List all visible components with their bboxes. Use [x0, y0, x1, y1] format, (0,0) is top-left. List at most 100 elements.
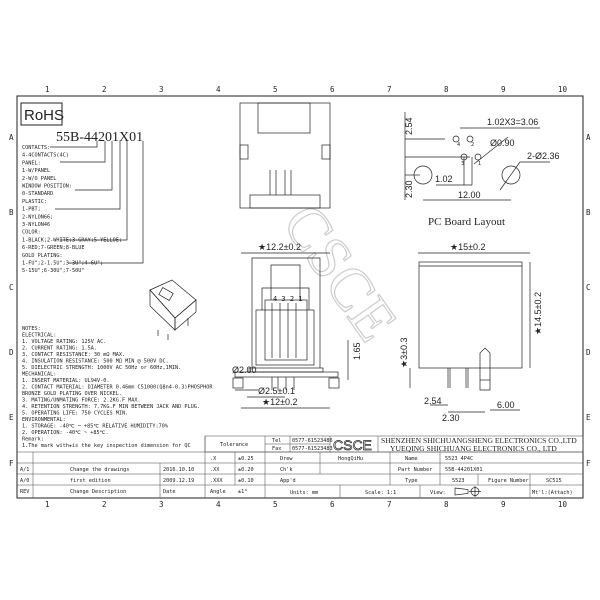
note-line: 4. INSULATION RESISTANCE: 500 MΩ MIN @ 5…	[22, 359, 169, 365]
option-line: 1-FU";2-1.5U";3-3U";4-6U";	[22, 261, 103, 267]
tolerance-value: ±0.25	[238, 456, 254, 462]
type-value: 5523	[452, 478, 465, 484]
revision-date: Date	[163, 489, 176, 495]
column-label: 4	[216, 85, 221, 94]
pcb-pin-hole	[474, 153, 482, 161]
name-label: Name	[405, 456, 418, 462]
row-label: E	[9, 413, 14, 422]
revision-date: 2009.12.19	[163, 478, 194, 484]
drawing-frame	[16, 95, 584, 499]
front-dim-peg-dia: Ø2.00	[232, 365, 257, 375]
option-line: 0-STANDARD	[22, 191, 53, 197]
pcb-layout	[404, 112, 550, 201]
pcb-layout-title: PC Board Layout	[428, 216, 505, 228]
pcb-dim-12: 12.00	[458, 190, 481, 200]
tolerance-value: ±0.10	[238, 478, 254, 484]
type-label: Type	[405, 478, 418, 484]
title-block: Tolerance Tel 0577-61523486 Fax 0577-615…	[20, 436, 577, 497]
watermark: CSCE	[270, 192, 410, 353]
tolerance-precision: .XX	[210, 467, 220, 473]
note-line: 1. VOLTAGE RATING: 125V AC.	[22, 339, 106, 345]
column-label: 10	[558, 500, 568, 509]
option-line: 4-4CONTACTS(4C)	[22, 153, 69, 159]
note-line: NOTES:	[22, 326, 41, 332]
drew-value: HongQiHu	[338, 456, 363, 462]
column-label: 9	[501, 500, 506, 509]
column-label: 9	[501, 85, 506, 94]
column-label: 6	[330, 500, 335, 509]
fax-label: Fax	[272, 446, 281, 452]
column-label: 2	[102, 500, 107, 509]
option-line: COLOR:	[22, 230, 41, 236]
side-dim-depth: ★15±0.2	[450, 242, 486, 252]
note-line: MECHANICAL:	[22, 372, 56, 378]
figure-number-label: Figure Number	[488, 478, 529, 484]
tolerance-label: Tolerance	[220, 442, 248, 448]
revision-id: A/0	[20, 478, 29, 484]
side-dim-peg: ★3±0.3	[399, 337, 409, 368]
note-line: 1. INSERT MATERIAL: UL94V-0.	[22, 378, 109, 384]
tolerance-value: ±1°	[238, 489, 247, 495]
note-line: 1. STORAGE: -40℃ ~ +85℃ RELATIVE HUMIDIT…	[22, 424, 169, 430]
option-line: 1-W/PANEL	[22, 168, 50, 174]
front-pin-numbers: 4 3 2 1	[273, 295, 303, 303]
front-view	[232, 252, 349, 409]
company-name-2: YUEQING SHICHUANG ELECTRONICS CO., LTD	[390, 444, 557, 453]
option-line: 2-W/O PANEL	[22, 176, 56, 182]
front-dim-hole-dia: Ø2.5±0.1	[258, 386, 295, 396]
column-label: 10	[558, 85, 568, 94]
fax-value: 0577-61523483	[292, 446, 333, 452]
row-label: D	[586, 348, 591, 357]
approved-label: App'd	[280, 478, 296, 484]
option-line: 2-NYLON66;	[22, 214, 53, 220]
column-label: 5	[273, 500, 278, 509]
note-line: 4. RETENTION STRENGTH: 7.7KG.F MIN BETWE…	[22, 404, 200, 410]
front-dim-1-65: 1.65	[352, 342, 362, 360]
column-label: 6	[330, 85, 335, 94]
pcb-pin-hole	[452, 135, 460, 143]
note-line: ELECTRICAL:	[22, 333, 56, 339]
connector-iso-sketch	[149, 279, 197, 340]
row-label: F	[586, 459, 591, 468]
column-label: 7	[387, 85, 392, 94]
side-dim-2-30: 2.30	[442, 413, 460, 423]
side-dim-height: ★14.5±0.2	[533, 292, 543, 335]
front-dim-width: ★12.2±0.2	[258, 242, 301, 252]
part-code-leaders	[50, 141, 144, 264]
column-label: 5	[273, 85, 278, 94]
tel-label: Tel	[272, 438, 281, 444]
option-line: 1-BLACK;2-WHITE;3-GRAY;5-YELLOE;	[22, 237, 122, 243]
tolerance-value: ±0.20	[238, 467, 254, 473]
revision-description: Change the drawings	[70, 467, 129, 473]
part-options-list: CONTACTS:4-4CONTACTS(4C)PANEL:1-W/PANEL2…	[22, 145, 122, 274]
figure-number-value: SC515	[546, 478, 562, 484]
front-dim-base: ★12±0.2	[262, 397, 298, 407]
pcb-pin-label: 1	[478, 161, 481, 167]
row-label: A	[9, 133, 14, 142]
revision-id: REV	[20, 489, 29, 495]
side-dim-2-54: 2.54	[424, 396, 442, 406]
note-line: BRONZE GOLD PLATING OVER NICKEL.	[22, 391, 122, 397]
part-code: 55B-44201X01	[56, 130, 143, 145]
row-label: B	[9, 208, 14, 217]
tolerance-precision: .XXX	[210, 478, 223, 484]
tolerance-precision: Angle	[210, 489, 226, 495]
row-label: C	[586, 283, 591, 292]
revision-description: Change Description	[70, 489, 126, 495]
pcb-mount-hole	[501, 165, 521, 185]
checked-label: Ch'k	[280, 467, 293, 473]
option-line: 1-PBT;	[22, 207, 41, 213]
note-line: 5. DIELECTRIC STRENGTH: 1000V AC 50Hz or…	[22, 365, 181, 371]
tel-value: 0577-61523486	[292, 438, 333, 444]
note-line: 2. CURRENT RATING: 1.5A.	[22, 346, 97, 352]
revision-description: first edition	[70, 478, 111, 484]
column-label: 1	[45, 500, 50, 509]
option-line: CONTACTS:	[22, 145, 50, 151]
title-block-grid	[17, 435, 584, 498]
column-label: 8	[444, 500, 449, 509]
pcb-pin-label: 4	[457, 142, 460, 148]
pcb-dim-pin-dia: Ø0.90	[490, 138, 515, 148]
